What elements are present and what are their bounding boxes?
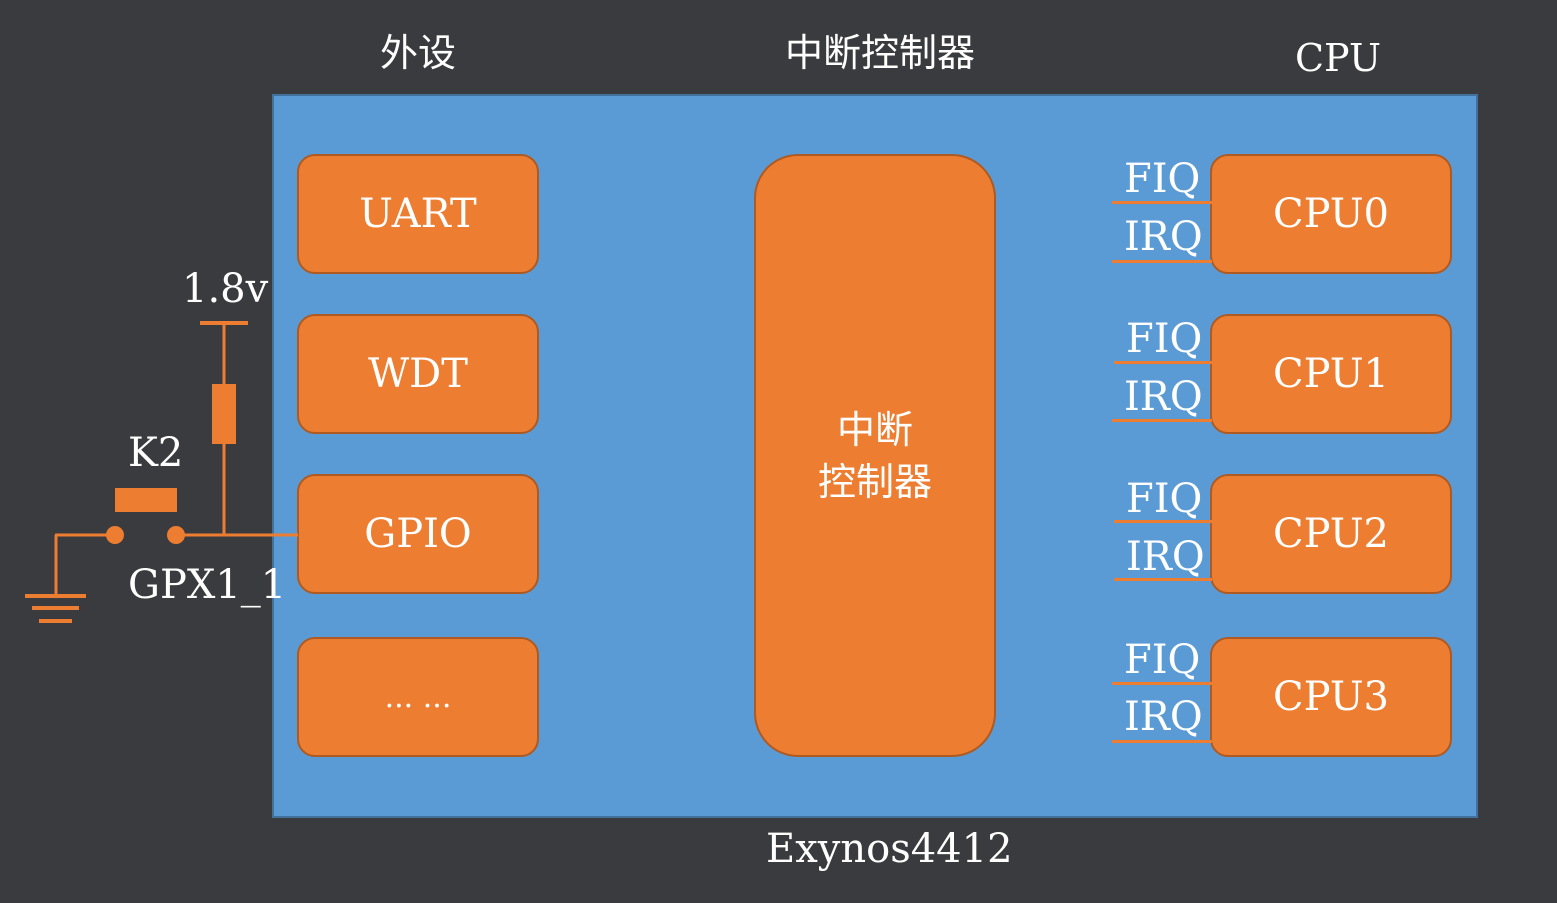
cpu1-irq-label: IRQ [1124, 374, 1203, 420]
cpu0-block: CPU0 [1210, 154, 1452, 274]
controller-label-line1: 中断 [836, 407, 913, 452]
switch-contact-right [167, 526, 185, 544]
cpu3-fiq-label: FIQ [1124, 637, 1201, 683]
controller-label-line2: 控制器 [817, 459, 932, 504]
cpu3-irq-label: IRQ [1124, 694, 1203, 740]
cpu-header: CPU [1294, 36, 1381, 80]
chip-label: Exynos4412 [766, 826, 1013, 872]
voltage-label: 1.8v [182, 266, 269, 312]
key-circuit [25, 321, 298, 623]
cpu2-fiq-label: FIQ [1126, 476, 1203, 522]
cpu2-block: CPU2 [1210, 474, 1452, 594]
cpu3-block: CPU3 [1210, 637, 1452, 757]
cpu1-fiq-line [1114, 361, 1212, 364]
peripheral-uart: UART [297, 154, 539, 274]
peripheral-wdt: WDT [297, 314, 539, 434]
peripheral-more: ... ... [297, 637, 539, 757]
cpu0-irq-label: IRQ [1124, 214, 1203, 260]
cpu0-irq-line [1112, 260, 1212, 263]
interrupt-controller: 中断 控制器 [754, 154, 996, 757]
cpu1-fiq-label: FIQ [1126, 316, 1203, 362]
cpu0-fiq-label: FIQ [1124, 156, 1201, 202]
cpu3-irq-line [1112, 740, 1212, 743]
switch-actuator [115, 488, 177, 512]
cpu2-fiq-line [1114, 520, 1212, 523]
cpu2-irq-label: IRQ [1126, 534, 1205, 580]
pin-label: GPX1_1 [128, 562, 287, 608]
pullup-resistor [212, 384, 236, 444]
cpu1-irq-line [1112, 419, 1212, 422]
switch-label: K2 [128, 430, 184, 476]
cpu2-irq-line [1114, 578, 1212, 581]
peripherals-header: 外设 [379, 31, 456, 75]
peripheral-gpio: GPIO [297, 474, 539, 594]
controller-header: 中断控制器 [784, 31, 975, 75]
cpu1-block: CPU1 [1210, 314, 1452, 434]
cpu0-fiq-line [1112, 201, 1212, 204]
cpu3-fiq-line [1112, 682, 1212, 685]
